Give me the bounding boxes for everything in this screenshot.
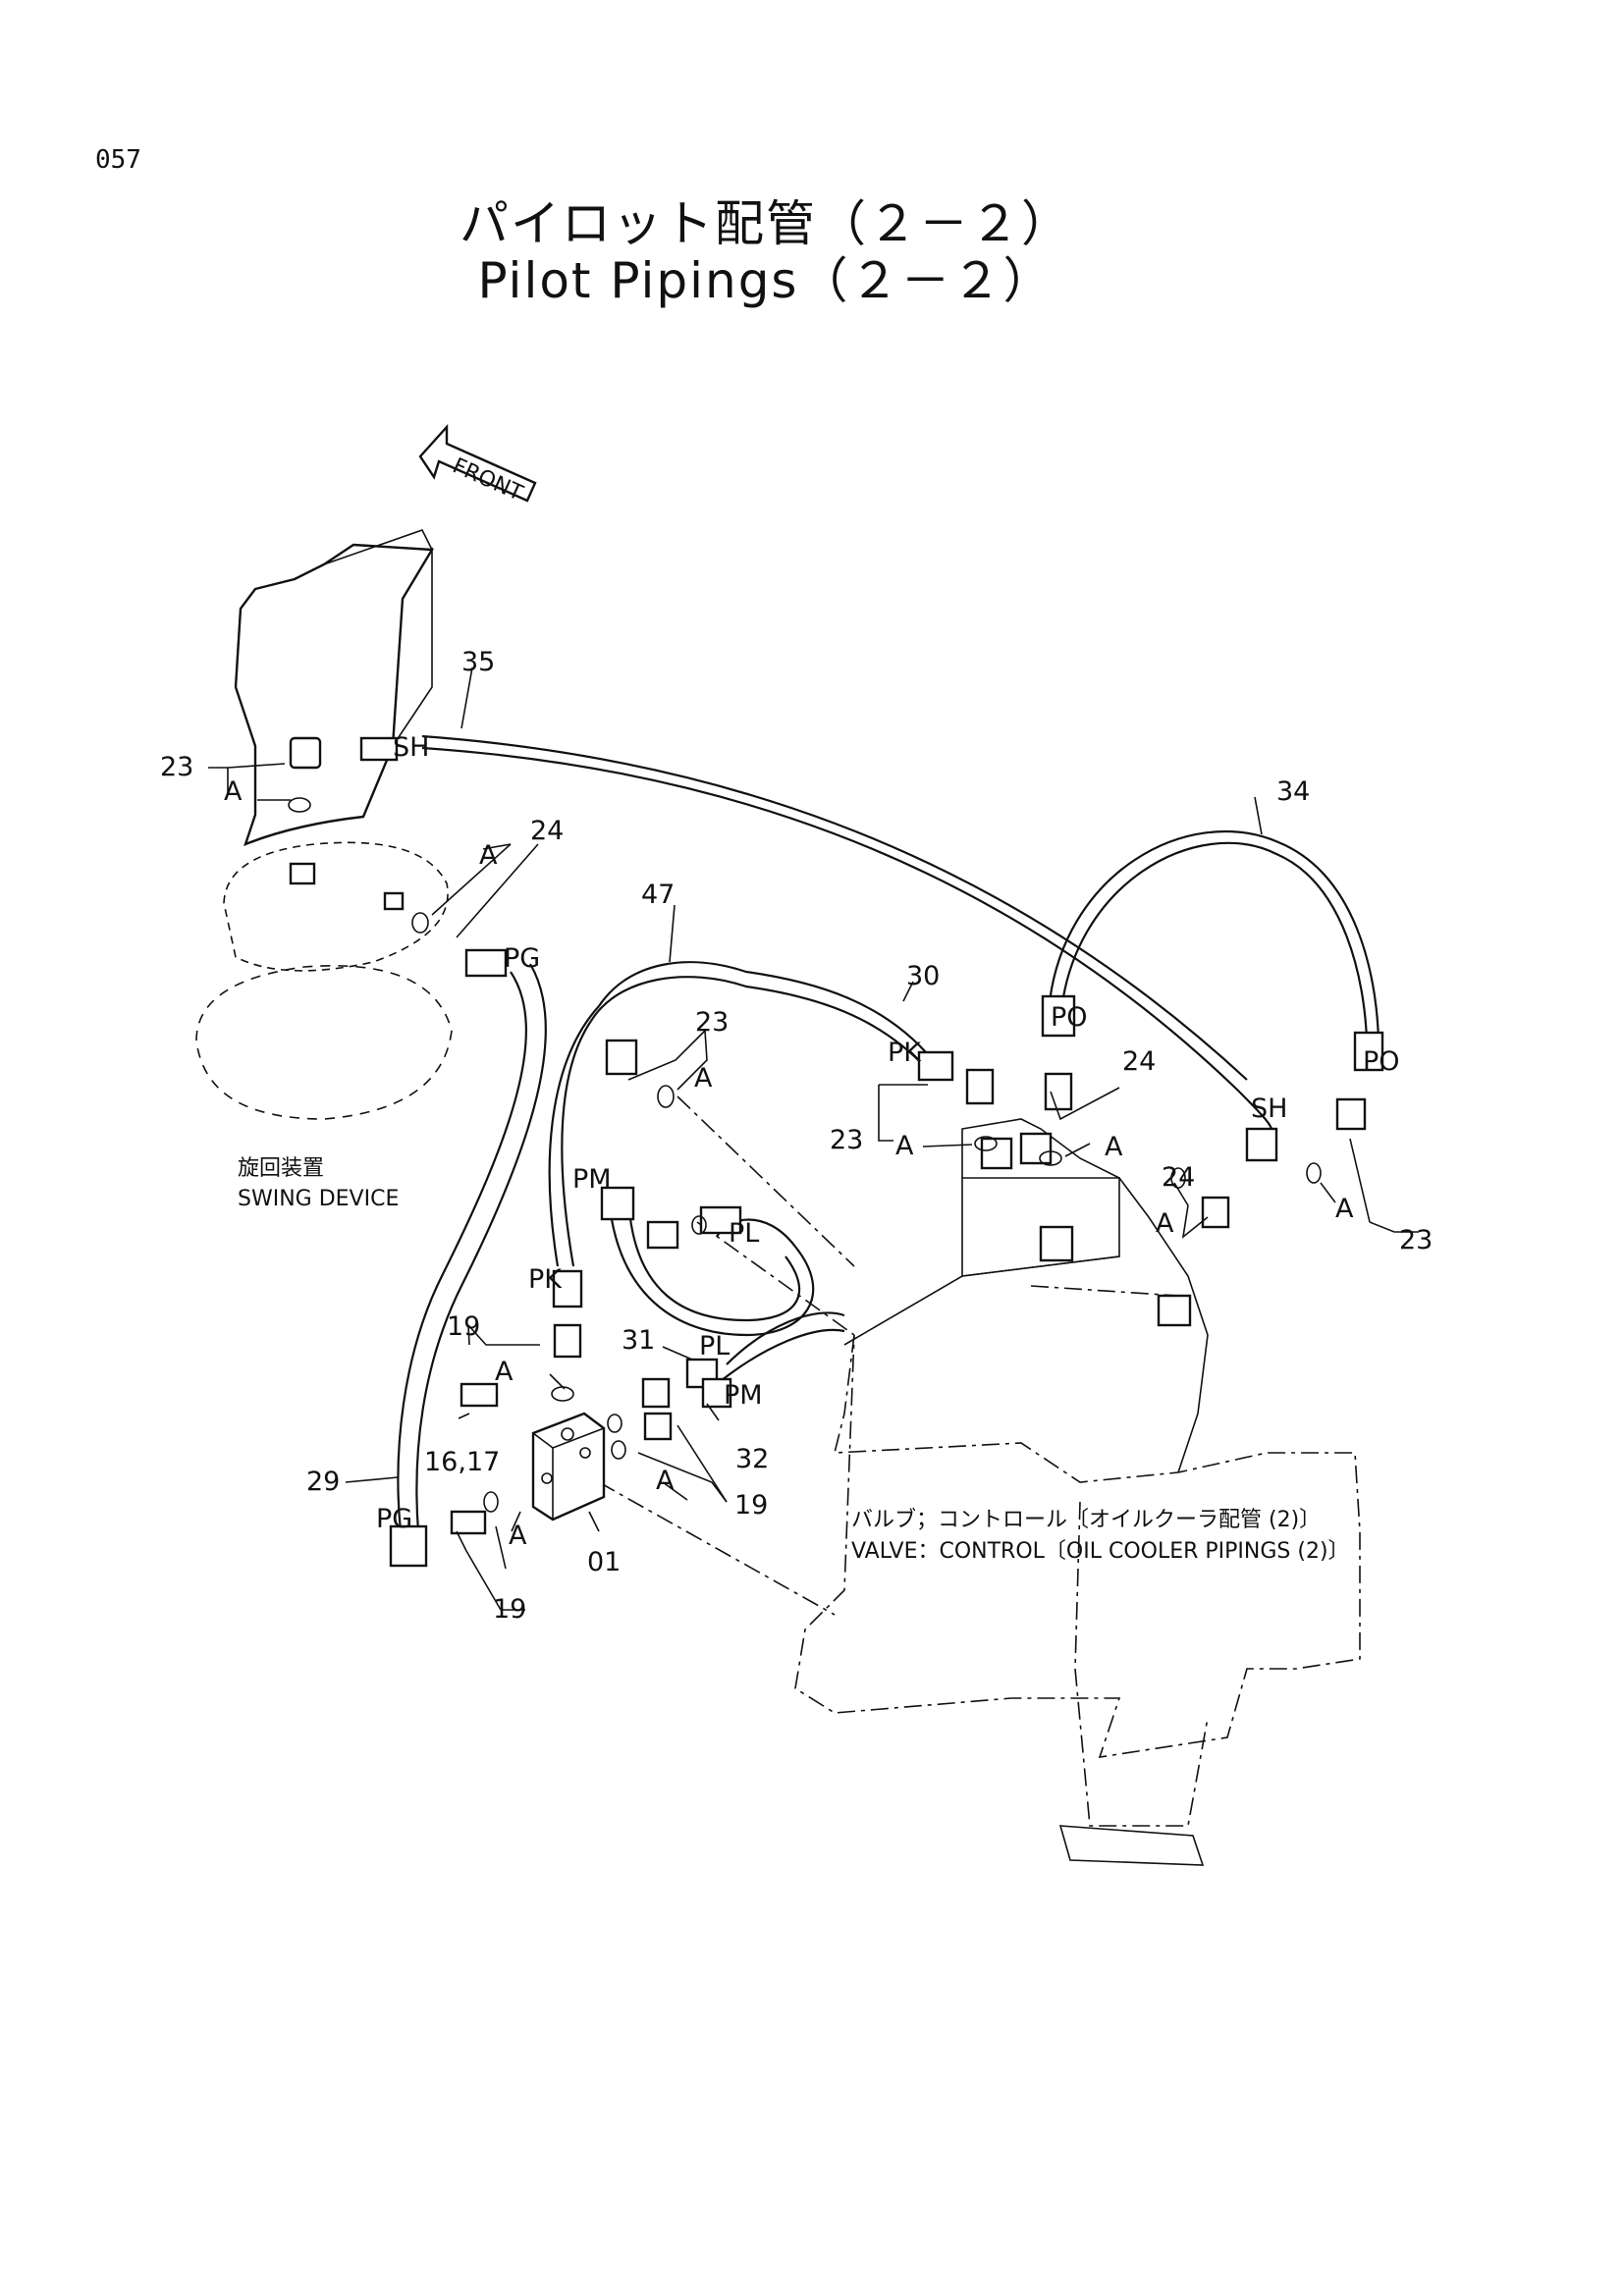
part-number-24-swing: 24 [530,816,564,846]
port-label-pl-bottom: PL [699,1331,730,1362]
front-arrow-icon: FRONT [418,423,537,507]
page-number: 057 [95,145,141,175]
oring-label-9: A [656,1466,675,1496]
part-number-34: 34 [1276,776,1310,807]
oring-label-6: A [1156,1208,1174,1239]
part-number-24-right: 24 [1162,1162,1195,1193]
hose-31-32 [607,1197,845,1385]
part-number-19-right: 19 [734,1490,768,1521]
port-label-pk-bottom: PK [528,1264,563,1295]
part-number-19-bottom: 19 [493,1594,526,1625]
port-label-sh-swing: SH [393,732,429,763]
part-number-16-17: 16,17 [424,1447,500,1477]
part-number-35: 35 [461,647,495,677]
part-number-31: 31 [622,1325,655,1356]
port-label-pm-bottom: PM [724,1380,763,1411]
oring-label-7: A [1335,1194,1354,1224]
port-label-pg-bottom: PG [376,1504,412,1534]
hose-47-30 [548,961,934,1267]
title-japanese: パイロット配管（２－２） [460,195,1072,252]
part-number-23-valve: 23 [830,1125,863,1155]
oring-label-4: A [895,1131,914,1161]
part-number-30: 30 [906,961,940,991]
part-number-29: 29 [306,1467,340,1497]
oring-label-8: A [495,1357,514,1387]
oring-label-5: A [1105,1132,1123,1162]
swing-device [195,529,453,1120]
block-01 [531,1412,606,1522]
port-label-pk-top: PK [888,1038,922,1068]
swing-device-label-en: SWING DEVICE [238,1187,399,1211]
oring-label-10: A [509,1521,527,1551]
control-valve-label-ja: バルブ；コントロール〔オイルクーラ配管 (2)〕 [851,1508,1321,1532]
port-label-pm-top: PM [572,1164,612,1195]
part-number-19-top: 19 [447,1311,480,1342]
part-number-47: 47 [641,880,675,910]
part-number-23-center: 23 [695,1007,729,1038]
hose-34 [1047,829,1380,1041]
part-number-23-right: 23 [1399,1225,1433,1255]
part-number-24-valve: 24 [1122,1046,1156,1077]
part-number-23-swing: 23 [160,752,193,782]
hose-29 [397,963,547,1532]
port-label-po-right: PO [1363,1046,1400,1077]
control-valve-body [794,1118,1361,1866]
port-label-pg-top: PG [504,943,540,974]
oring-label-1: A [224,776,243,807]
title-english: Pilot Pipings（２－２） [477,252,1055,309]
swing-device-label-ja: 旋回装置 [238,1156,324,1181]
oring-label-2: A [479,840,498,871]
port-label-pl-top: PL [729,1218,759,1249]
part-number-01: 01 [587,1547,621,1577]
port-label-sh-valve: SH [1251,1094,1287,1124]
part-number-32: 32 [735,1444,769,1474]
control-valve-label-en: VALVE：CONTROL〔OIL COOLER PIPINGS (2)〕 [851,1539,1350,1564]
port-label-po-left: PO [1051,1002,1088,1033]
hose-35 [421,734,1274,1140]
oring-label-3: A [694,1063,713,1094]
